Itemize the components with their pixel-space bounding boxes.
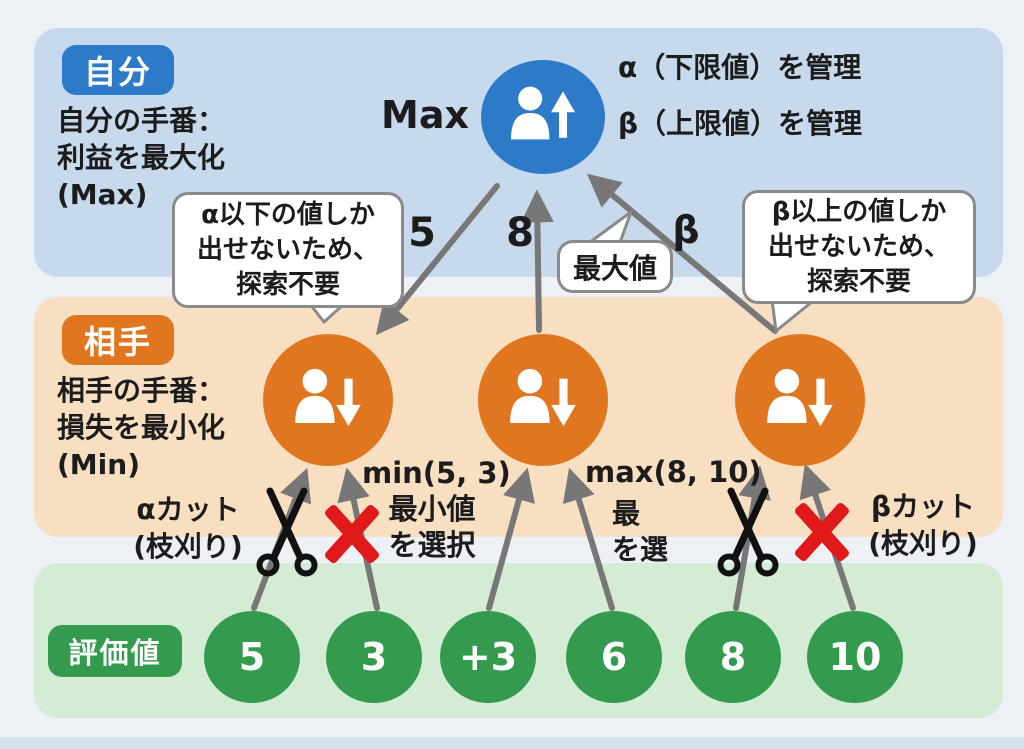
min-player-node-center xyxy=(478,334,608,466)
leaf-value-node: 10 xyxy=(807,611,903,703)
beta-prune-bubble-line1: β以上の値しか xyxy=(771,196,947,227)
max-selection-line1: 最 xyxy=(612,497,641,530)
opponent-description: 相手の手番： 損失を最小化 (Min) xyxy=(57,372,225,483)
min-expression: min(5, 3) xyxy=(362,456,511,490)
leaf-value-node: 5 xyxy=(204,611,300,703)
alpha-cut-label: αカット (枝刈り) xyxy=(118,491,258,565)
alpha-prune-bubble: α以下の値しか 出せないため、 探索不要 xyxy=(172,192,404,308)
edge-right-min-to-max xyxy=(586,173,778,334)
beta-cut-line1: βカット xyxy=(870,490,976,523)
leaf-value-node: +3 xyxy=(440,611,536,703)
scissors-icon xyxy=(717,487,779,577)
opponent-description-line3: (Min) xyxy=(57,448,140,481)
alpha-prune-bubble-line3: 探索不要 xyxy=(235,269,340,300)
max-player-node xyxy=(481,60,605,174)
beta-management-note: β（上限値）を管理 xyxy=(618,107,863,140)
min-selection-line2: を選択 xyxy=(388,528,476,562)
self-description-line3: (Max) xyxy=(57,178,148,211)
beta-prune-bubble-line2: 出せないため、 xyxy=(767,231,950,262)
edge-leaf8-to-right-min xyxy=(733,465,771,611)
max-expression: max(8, 10) xyxy=(585,455,762,489)
alpha-management-note: α（下限値）を管理 xyxy=(618,51,862,84)
self-description: 自分の手番： 利益を最大化 (Max) xyxy=(57,102,225,213)
opponent-badge: 相手 xyxy=(62,315,174,365)
min-player-node-right xyxy=(735,334,865,466)
min-selection-annotation: min(5, 3) 最小値 を選択 xyxy=(362,455,511,563)
max-value-bubble: 最大値 xyxy=(557,240,673,293)
opponent-description-line1: 相手の手番： xyxy=(57,374,226,407)
edge-center-min-to-max xyxy=(520,189,554,333)
background-strip xyxy=(0,737,1024,749)
min-player-icon xyxy=(767,368,833,427)
min-player-icon xyxy=(295,368,361,427)
self-description-line2: 利益を最大化 xyxy=(57,141,226,174)
edge-value-center: 8 xyxy=(506,210,534,256)
opponent-description-line2: 損失を最小化 xyxy=(57,411,226,444)
scissors-icon xyxy=(256,487,318,577)
edge-value-left: 5 xyxy=(408,210,436,256)
beta-cut-label: βカット (枝刈り) xyxy=(853,488,993,562)
beta-prune-bubble: β以上の値しか 出せないため、 探索不要 xyxy=(742,190,976,304)
max-node-label: Max xyxy=(381,93,469,137)
alpha-prune-bubble-line1: α以下の値しか xyxy=(201,199,375,230)
alpha-cut-line1: αカット xyxy=(136,493,240,526)
max-value-bubble-text: 最大値 xyxy=(572,251,657,285)
alpha-prune-bubble-line2: 出せないため、 xyxy=(196,234,379,265)
beta-cut-line2: (枝刈り) xyxy=(868,527,978,560)
beta-prune-bubble-line3: 探索不要 xyxy=(806,266,911,297)
edge-value-right: β xyxy=(672,208,700,252)
x-icon xyxy=(320,502,384,566)
alpha-cut-line2: (枝刈り) xyxy=(133,530,243,563)
edge-leaf-plus3-to-center-min xyxy=(486,467,535,611)
x-icon xyxy=(790,500,854,564)
max-selection-line2: を選 xyxy=(612,533,669,566)
min-player-node-left xyxy=(263,334,393,466)
leaf-value-node: 6 xyxy=(566,611,662,703)
leaf-value-node: 8 xyxy=(685,611,781,703)
max-player-icon xyxy=(511,86,575,140)
self-badge: 自分 xyxy=(62,45,174,95)
min-player-icon xyxy=(510,368,576,427)
leaf-value-node: 3 xyxy=(326,611,422,703)
edge-max-to-left-min xyxy=(375,183,500,336)
self-description-line1: 自分の手番： xyxy=(57,104,226,137)
edge-leaf6-to-center-min xyxy=(562,467,615,611)
evaluation-badge: 評価値 xyxy=(48,625,182,677)
min-selection-line1: 最小値 xyxy=(388,492,476,526)
